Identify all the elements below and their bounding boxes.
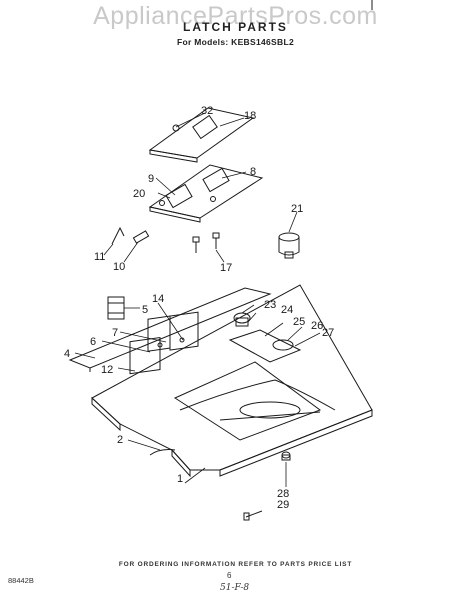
part-label-10: 10 [113,261,125,273]
part-labels: 32 18 9 8 20 21 11 10 17 5 14 23 24 25 2… [64,105,334,511]
part-label-17: 17 [220,262,232,274]
part-label-2: 2 [117,434,123,446]
part-label-5: 5 [142,304,148,316]
document-number: 88442B [8,576,34,585]
spring-clip-parts [111,226,150,245]
model-subtitle: For Models: KEBS146SBL2 [177,37,294,47]
part-label-8: 8 [250,166,256,178]
part-label-21: 21 [291,203,303,215]
part-label-18: 18 [244,110,256,122]
part-label-24: 24 [281,304,293,316]
clip-5 [107,296,125,320]
part-label-4: 4 [64,348,70,360]
part-label-14: 14 [152,293,164,305]
part-label-6: 6 [90,336,96,348]
part-label-9: 9 [148,173,154,185]
base-plate [91,284,373,478]
part-label-28: 28 [277,488,289,500]
part-label-1: 1 [177,473,183,485]
latch-plate-assembly [148,164,264,223]
part-label-25: 25 [293,316,305,328]
part-label-29: 29 [277,499,289,511]
part-label-7: 7 [112,327,118,339]
part-label-26: 26 [311,320,323,332]
ordering-note: FOR ORDERING INFORMATION REFER TO PARTS … [118,561,353,568]
parts-28-29 [243,451,291,521]
part-label-12: 12 [101,364,113,376]
latch-cover-plate [148,107,255,163]
watermark-text: AppliancePartsPros.com [93,2,378,30]
latch-bar-4 [68,287,272,372]
part-label-27: 27 [322,327,334,339]
part-label-32: 32 [201,105,213,117]
page-number: 6 [227,571,232,580]
handwritten-note: 51-F-8 [220,583,250,593]
leader-lines [74,112,321,487]
knob-part [278,232,300,259]
part-label-11: 11 [94,251,105,263]
screws-17 [192,232,220,253]
page-title: LATCH PARTS [183,20,288,34]
part-label-20: 20 [133,188,145,200]
small-parts-23-27 [228,312,302,363]
part-label-23: 23 [264,299,276,311]
